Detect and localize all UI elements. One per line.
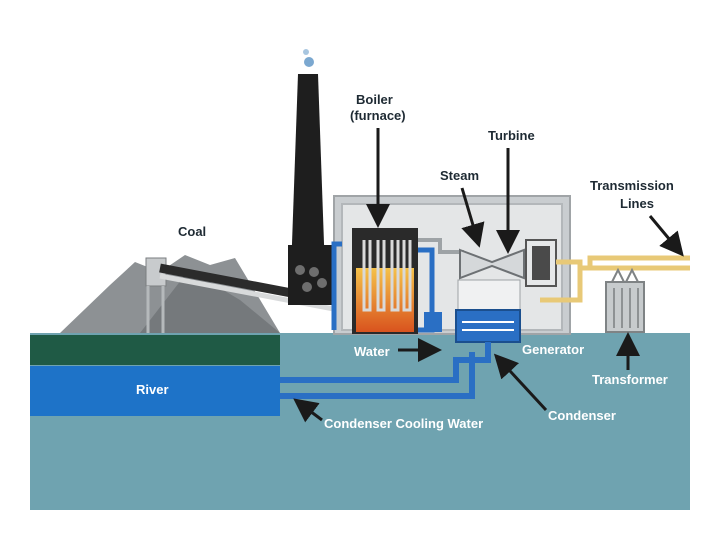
boiler-label-line2: (furnace) <box>350 108 406 123</box>
water-label: Water <box>354 344 390 359</box>
turbine-label: Turbine <box>488 128 535 143</box>
transformer-fins <box>613 288 639 328</box>
steam-arrow <box>460 187 485 248</box>
ash-dot <box>317 278 327 288</box>
transmission-lines-arrow <box>648 215 684 257</box>
cooling-water-arrow <box>293 398 323 423</box>
transmission-line-cable <box>540 259 583 303</box>
transformer-bushing <box>611 267 639 283</box>
river-label: River <box>136 382 169 397</box>
transformer-label: Transformer <box>592 372 668 387</box>
smoke-puff-2 <box>303 49 309 55</box>
transmission-lines-label-line2: Lines <box>620 196 654 211</box>
coal-label: Coal <box>178 224 206 239</box>
coal-conveyor-cover <box>159 273 361 317</box>
steam-label: Steam <box>440 168 479 183</box>
generator-label: Generator <box>522 342 584 357</box>
boiler-tubes <box>362 240 412 312</box>
turbine-base <box>457 279 521 311</box>
turbine <box>459 248 525 280</box>
generator-core <box>532 246 550 280</box>
condenser-cooling-water-label: Condenser Cooling Water <box>324 416 483 431</box>
steam-pipe <box>418 238 464 254</box>
ash-dot <box>302 282 312 292</box>
smoke-puff <box>304 57 314 67</box>
coal-pile-shade <box>140 275 280 333</box>
river <box>30 366 280 416</box>
water-pump <box>424 312 442 332</box>
cooling-water-pipe-out <box>280 342 491 383</box>
river-bank <box>30 335 280 365</box>
condenser <box>455 309 521 343</box>
transmission-lines-label-line1: Transmission <box>590 178 674 193</box>
feedwater-pipe <box>331 241 342 330</box>
condenser-arrow <box>493 353 548 412</box>
transmission-line-out <box>578 255 690 271</box>
chimney <box>290 74 326 300</box>
condenser-label: Condenser <box>548 408 616 423</box>
ash-dot <box>295 265 305 275</box>
cooling-water-pipe-in <box>280 352 475 399</box>
boiler-label-line1: Boiler <box>356 92 393 107</box>
ash-dot <box>309 267 319 277</box>
